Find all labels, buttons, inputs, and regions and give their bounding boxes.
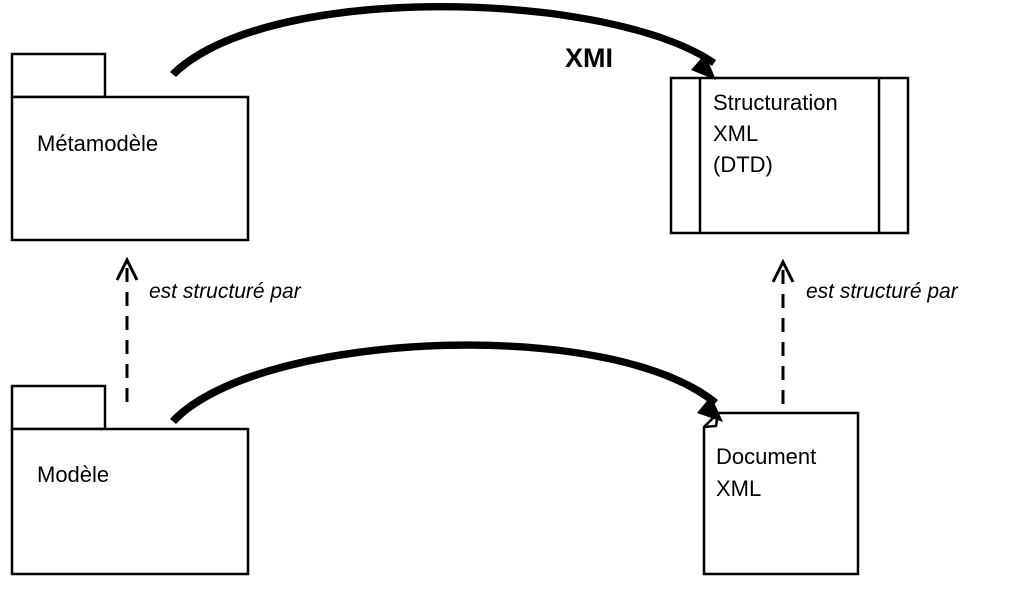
xml-document-label-2: XML [716,476,761,501]
xml-document-label-1: Document [716,444,816,469]
xml-structure-label-3: (DTD) [713,152,773,177]
xml-structure-box[interactable]: Structuration XML (DTD) [669,76,910,235]
metamodel-package-label: Métamodèle [37,131,158,156]
transform-arrow-top[interactable] [170,2,716,80]
xmi-label: XMI [565,43,613,73]
model-package-label: Modèle [37,462,109,487]
dependency-model-metamodel[interactable]: est structuré par [115,256,302,402]
xml-structure-label-1: Structuration [713,90,838,115]
transform-arc-top [170,2,716,77]
dependency-document-structure[interactable]: est structuré par [771,258,959,404]
transform-arrowhead-bottom [697,396,723,422]
dependency-arrowhead-left [115,256,139,281]
transform-arc-bottom [170,341,718,424]
dependency-arrowhead-right [771,258,795,283]
metamodel-package-body [10,95,250,242]
metamodel-package[interactable]: Métamodèle [10,52,250,242]
model-package-tab [10,384,107,431]
xml-document-shape [702,411,860,576]
transform-arrowhead-top [691,54,716,80]
model-package[interactable]: Modèle [10,384,250,576]
transform-arrow-bottom[interactable] [170,341,723,424]
xml-document[interactable]: Document XML [702,411,860,576]
dependency-label-left: est structuré par [149,280,302,303]
metamodel-package-tab [10,52,107,99]
model-package-body [10,427,250,576]
xml-structure-frame [669,76,910,235]
xml-structure-label-2: XML [713,121,758,146]
dependency-label-right: est structuré par [806,280,959,303]
